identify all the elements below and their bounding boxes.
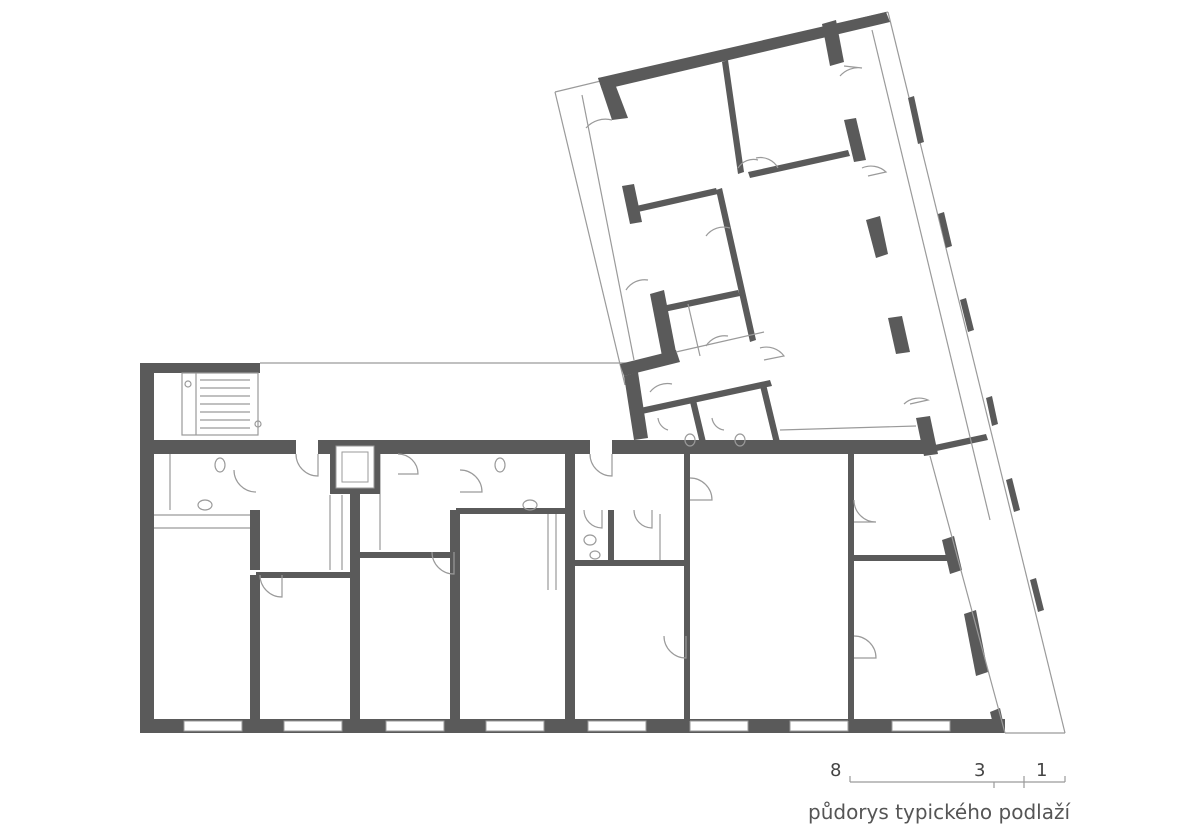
partition [356, 552, 456, 558]
elevator-shaft [330, 440, 380, 494]
lower-wing [140, 362, 1005, 733]
rotated-wing [554, 11, 1066, 734]
staircase-icon [181, 372, 262, 436]
partition [684, 450, 690, 721]
partition [565, 445, 575, 721]
partition [250, 510, 260, 570]
corridor-wall [140, 440, 296, 454]
north-wall-west [140, 363, 260, 373]
scale-label-8: 8 [830, 760, 842, 781]
partition [256, 572, 356, 578]
partition [572, 560, 686, 566]
partition [450, 510, 460, 721]
partition [456, 508, 566, 514]
partition [608, 510, 614, 562]
doors [233, 453, 877, 659]
corridor-wall-3 [380, 440, 590, 454]
plan-caption: půdorys typického podlaží [808, 800, 1071, 824]
scale-label-3: 3 [974, 760, 986, 781]
south-windows [183, 720, 951, 732]
partition [250, 575, 260, 721]
north-wall [598, 12, 890, 90]
doors [585, 65, 930, 431]
corridor-wall-4 [612, 440, 928, 454]
scale-bar [849, 776, 1066, 788]
corridor-wall-2 [318, 440, 332, 454]
toilet-icons [197, 433, 746, 560]
south-wall [140, 719, 1005, 733]
partition [848, 450, 854, 721]
partition [852, 555, 952, 561]
partition [350, 445, 360, 721]
scale-label-1: 1 [1036, 760, 1048, 781]
west-wall [140, 363, 154, 733]
